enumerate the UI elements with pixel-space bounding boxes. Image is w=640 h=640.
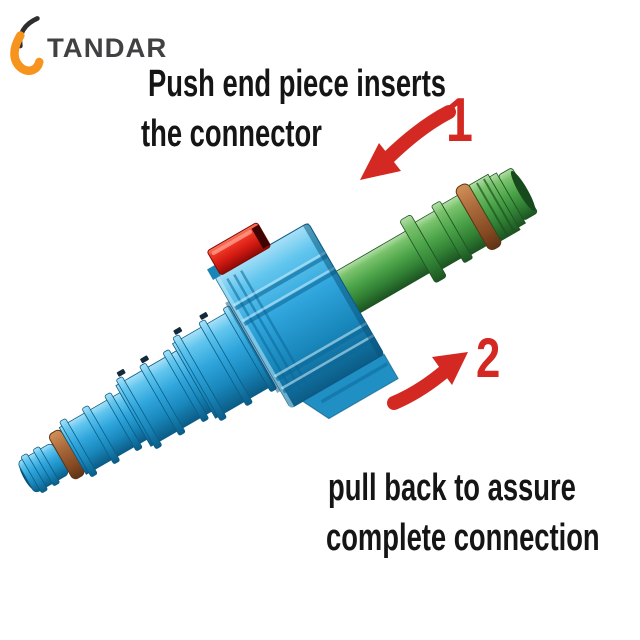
brand-name: TANDAR — [47, 33, 168, 63]
step2-instruction-line2: complete connection — [326, 517, 600, 559]
connector-body — [214, 222, 399, 420]
mold-markings — [116, 312, 209, 377]
brand-flame-icon — [10, 16, 44, 75]
step2-number: 2 — [476, 326, 501, 389]
step2-arrow-icon — [387, 352, 468, 410]
step2-instruction-line1: pull back to assure — [328, 467, 576, 509]
step1-instruction-line1: Push end piece inserts — [148, 63, 447, 105]
release-latch-button — [207, 222, 271, 280]
step1-number: 1 — [446, 86, 473, 155]
step1-arrow-icon — [360, 105, 456, 180]
blue-connector-stem — [18, 305, 277, 493]
brand-logo: TANDAR — [8, 14, 168, 76]
step1-instruction-line2: the connector — [141, 113, 322, 155]
